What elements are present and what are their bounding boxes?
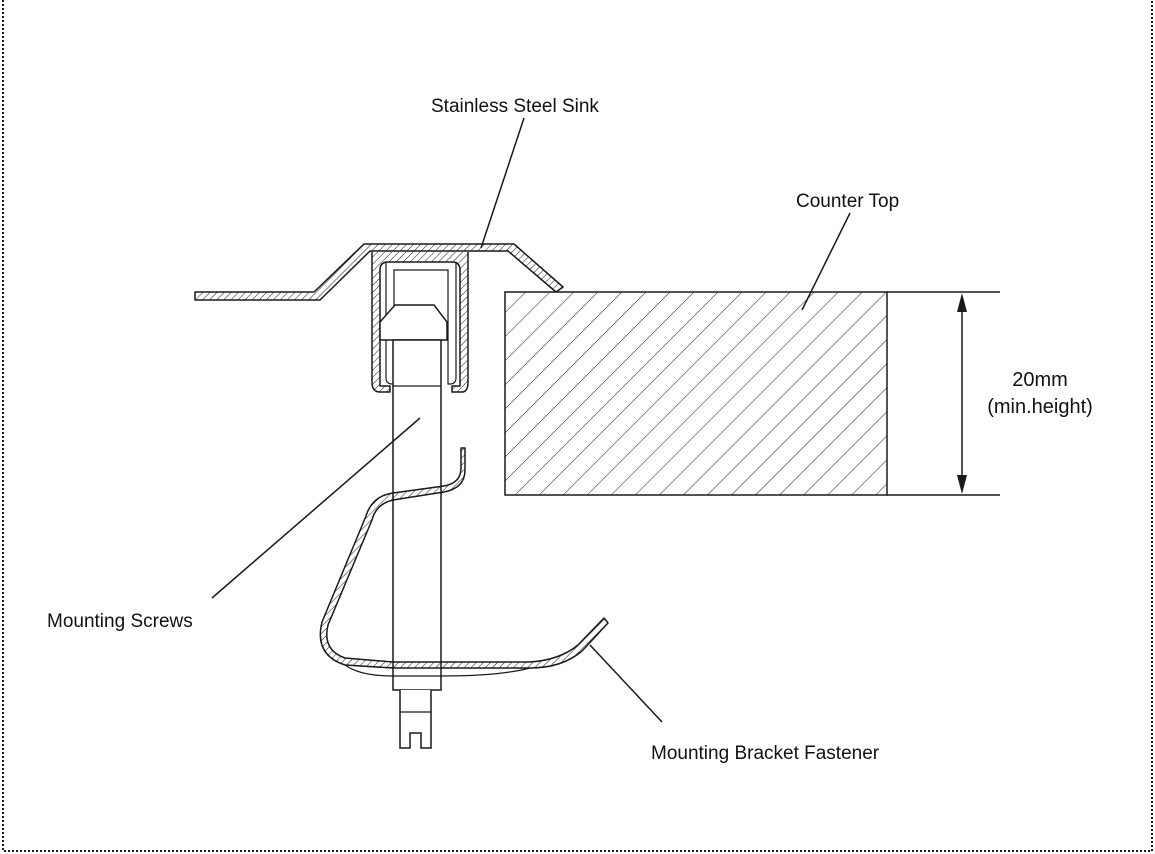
screws-leader-line <box>211 417 421 599</box>
counter-top-block <box>504 291 888 496</box>
sink-rim <box>194 243 564 393</box>
dimension-note-label: (min.height) <box>987 396 1093 418</box>
mounting-screw <box>379 304 448 749</box>
counter-top-label: Counter Top <box>796 191 899 212</box>
screws-label: Mounting Screws <box>47 611 193 632</box>
bracket-leader-line <box>589 644 663 723</box>
mounting-bracket <box>319 447 609 677</box>
sink-leader-line <box>480 117 525 249</box>
dimension-arrow <box>957 293 967 494</box>
dimension-value-label: 20mm <box>1012 369 1068 391</box>
sink-label: Stainless Steel Sink <box>431 96 599 117</box>
counter-leader-line <box>801 212 851 311</box>
bracket-label: Mounting Bracket Fastener <box>651 743 880 764</box>
